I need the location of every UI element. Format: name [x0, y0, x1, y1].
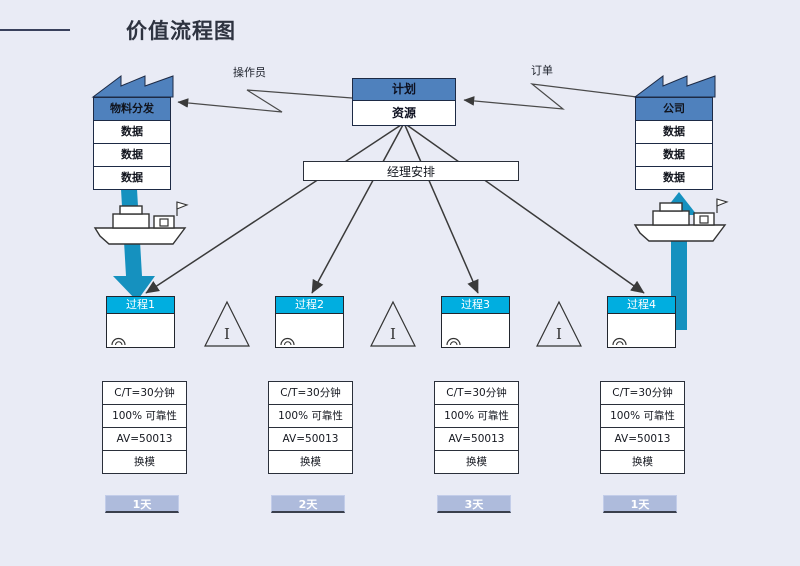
data-row: C/T=30分钟: [114, 387, 175, 399]
ship-icon-right[interactable]: [634, 198, 728, 242]
process-data-box-2[interactable]: C/T=30分钟 100% 可靠性 AV=50013 换模: [268, 381, 353, 474]
ship-icon-left[interactable]: [94, 201, 188, 245]
inventory-triangle-icon-1[interactable]: I: [204, 300, 250, 347]
data-row: AV=50013: [601, 427, 684, 450]
inventory-label: I: [390, 325, 396, 343]
data-row: 100% 可靠性: [103, 404, 186, 427]
process-box-3[interactable]: 过程3: [441, 296, 510, 348]
timeline-badge-3[interactable]: 3天: [437, 495, 511, 513]
data-row: 数据: [636, 120, 712, 143]
data-row: 100% 可靠性: [269, 404, 352, 427]
plan-header: 计划: [353, 79, 455, 101]
resource-assignment-arrows[interactable]: [145, 122, 645, 294]
info-flow-arrow-left[interactable]: [177, 89, 353, 113]
data-row: 数据: [94, 143, 170, 166]
resource-cell: 资源: [391, 106, 416, 120]
process-data-box-4[interactable]: C/T=30分钟 100% 可靠性 AV=50013 换模: [600, 381, 685, 474]
inventory-label: I: [224, 325, 230, 343]
process-label: 过程4: [608, 297, 675, 314]
timeline-badge-2[interactable]: 2天: [271, 495, 345, 513]
supplier-left-label: 物料分发: [94, 98, 170, 120]
data-row: AV=50013: [269, 427, 352, 450]
data-row: 换模: [435, 450, 518, 473]
process-box-2[interactable]: 过程2: [275, 296, 344, 348]
info-flow-label-right: 订单: [531, 64, 553, 77]
supplier-left-box[interactable]: 物料分发 数据 数据 数据: [93, 97, 171, 190]
data-row: C/T=30分钟: [280, 387, 341, 399]
data-row: 数据: [636, 166, 712, 189]
data-row: AV=50013: [435, 427, 518, 450]
inventory-label: I: [556, 325, 562, 343]
timeline-badge-1[interactable]: 1天: [105, 495, 179, 513]
data-row: 换模: [601, 450, 684, 473]
process-data-box-3[interactable]: C/T=30分钟 100% 可靠性 AV=50013 换模: [434, 381, 519, 474]
operator-icon: [280, 337, 295, 346]
data-row: 数据: [636, 143, 712, 166]
operator-icon: [446, 337, 461, 346]
process-box-1[interactable]: 过程1: [106, 296, 175, 348]
page-title: 价值流程图: [126, 19, 236, 43]
process-label: 过程1: [107, 297, 174, 314]
timeline-badge-4[interactable]: 1天: [603, 495, 677, 513]
data-row: C/T=30分钟: [446, 387, 507, 399]
process-label: 过程2: [276, 297, 343, 314]
company-right-box[interactable]: 公司 数据 数据 数据: [635, 97, 713, 190]
manager-box[interactable]: 经理安排: [303, 161, 519, 181]
push-arrow-icon-up[interactable]: [661, 192, 697, 330]
plan-box[interactable]: 计划 资源: [352, 78, 456, 126]
process-box-4[interactable]: 过程4: [607, 296, 676, 348]
data-row: 换模: [269, 450, 352, 473]
data-row: AV=50013: [103, 427, 186, 450]
process-label: 过程3: [442, 297, 509, 314]
info-flow-arrow-right[interactable]: [463, 83, 638, 110]
data-row: C/T=30分钟: [612, 387, 673, 399]
company-right-label: 公司: [636, 98, 712, 120]
data-row: 100% 可靠性: [601, 404, 684, 427]
data-row: 数据: [94, 166, 170, 189]
data-row: 数据: [94, 120, 170, 143]
factory-icon-right[interactable]: [634, 75, 716, 98]
operator-icon: [612, 337, 627, 346]
info-flow-label-left: 操作员: [233, 66, 266, 79]
inventory-triangle-icon-2[interactable]: I: [370, 300, 416, 347]
factory-icon-left[interactable]: [92, 75, 174, 98]
data-row: 换模: [103, 450, 186, 473]
process-data-box-1[interactable]: C/T=30分钟 100% 可靠性 AV=50013 换模: [102, 381, 187, 474]
decoration-line: [0, 29, 70, 31]
data-row: 100% 可靠性: [435, 404, 518, 427]
inventory-triangle-icon-3[interactable]: I: [536, 300, 582, 347]
operator-icon: [111, 337, 126, 346]
